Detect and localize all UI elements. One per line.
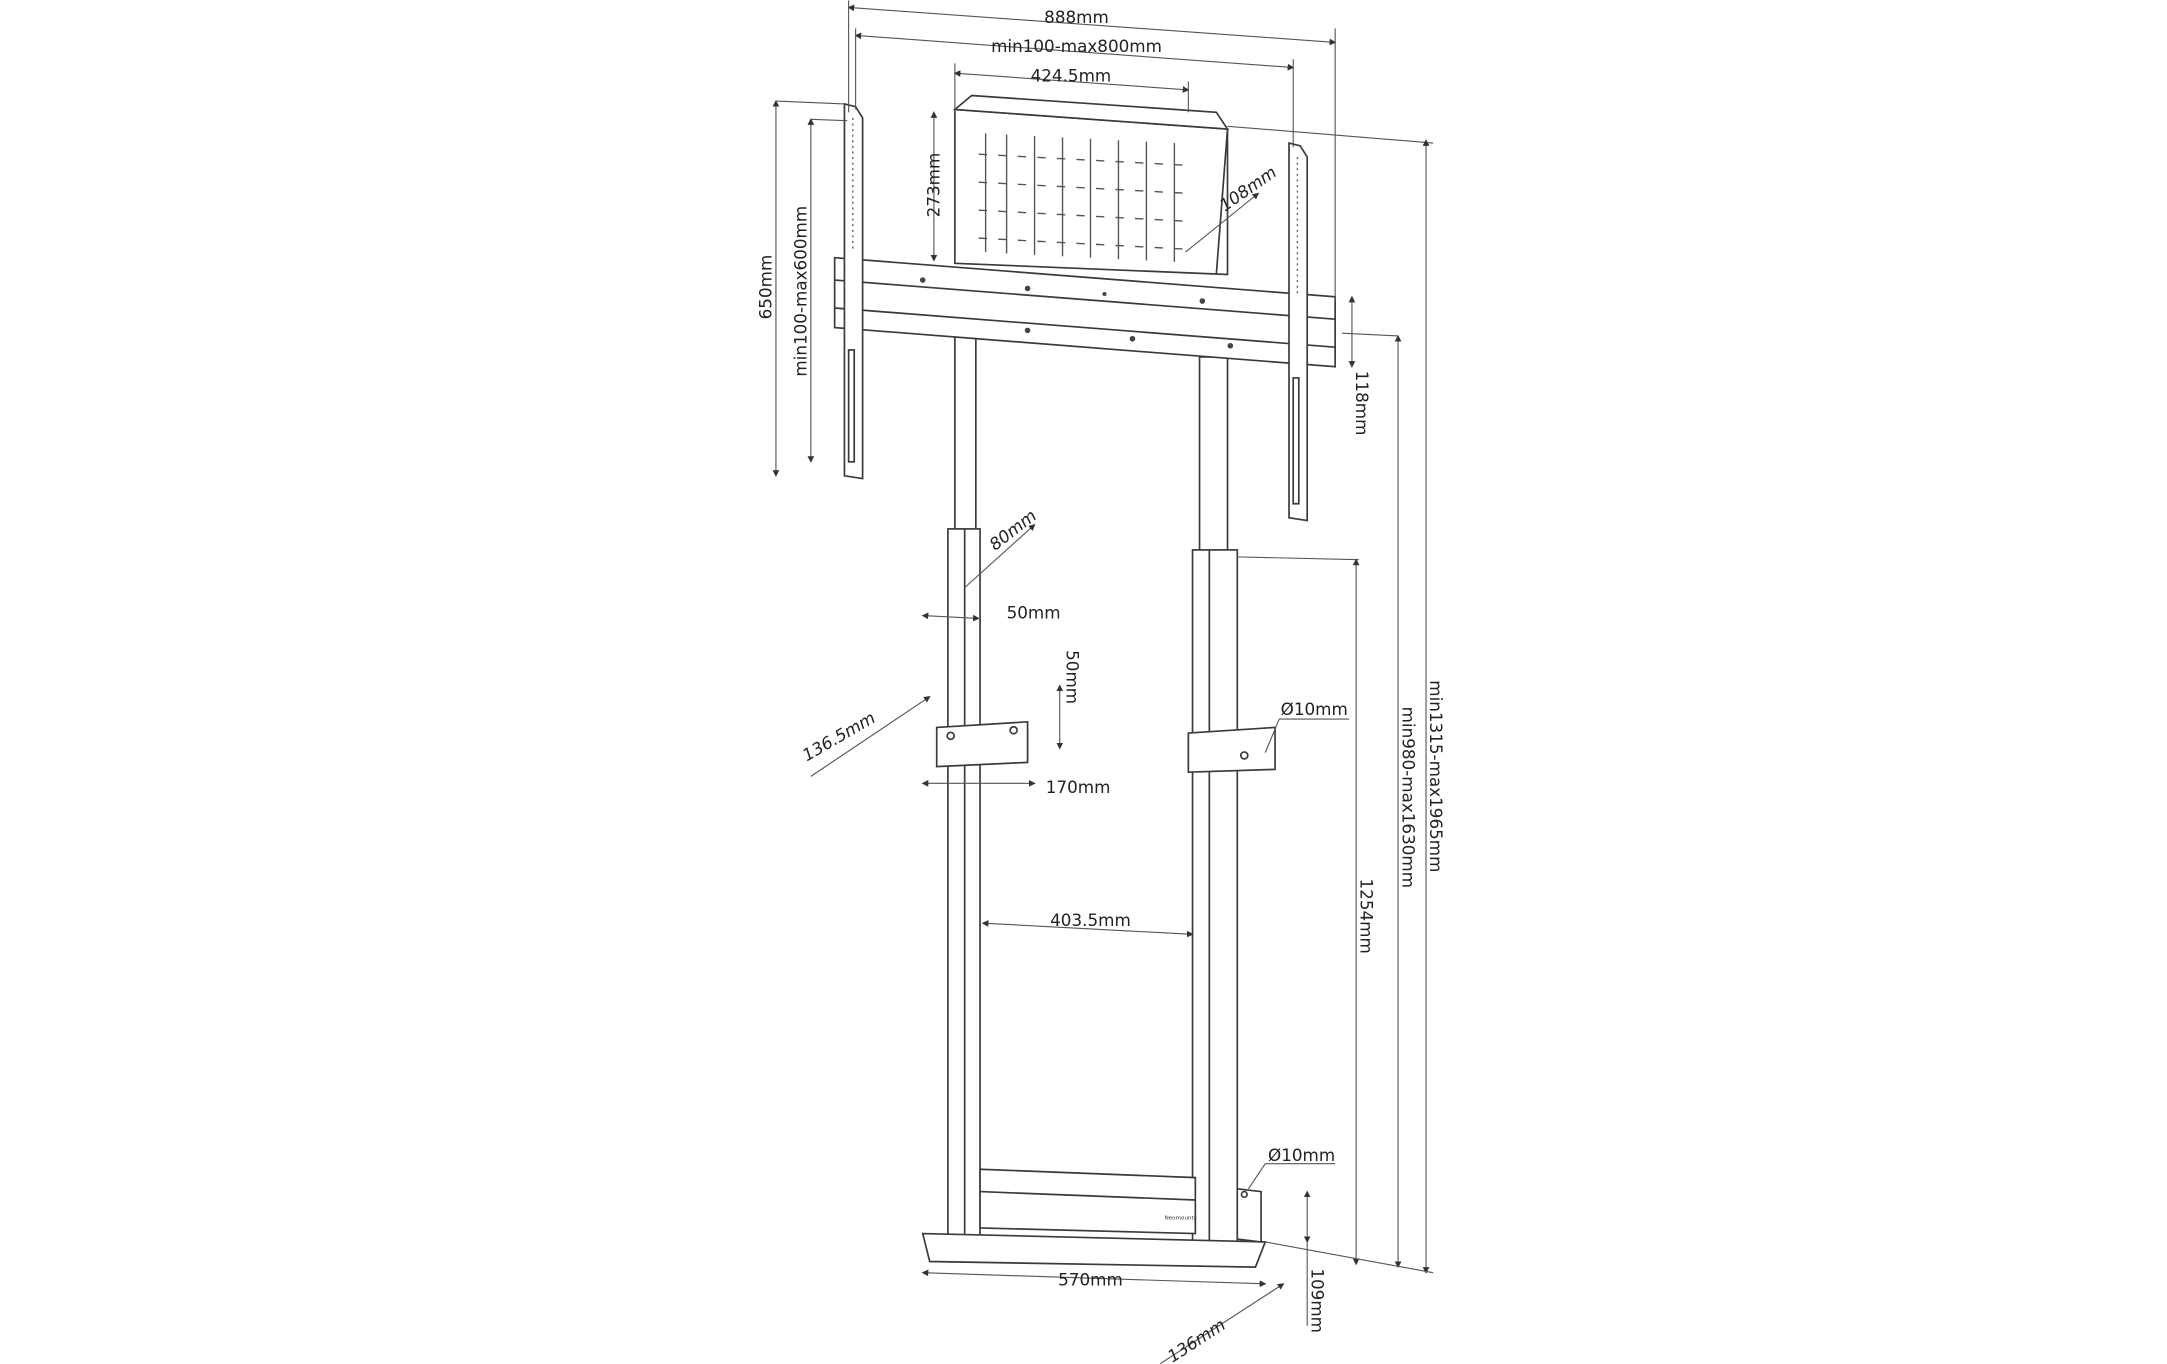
dim-vesa-height: min100-max600mm [791,206,811,377]
left-vesa-bracket [843,102,864,480]
dim-overall-width: 888mm [1044,7,1109,27]
dim-base-height: 109mm [1307,1268,1327,1333]
left-column [947,335,981,1254]
dim-column-depth: 80mm [985,505,1040,554]
crossbar [833,256,1336,368]
dim-clamp-width: 170mm [1046,777,1111,797]
dim-total-height: min1315-max1965mm [1426,680,1446,872]
dim-base-depth: 136mm [1164,1314,1229,1364]
dim-bracket-height: 650mm [756,255,776,320]
dim-clamp-height: 50mm [1063,650,1083,704]
dim-base-hole: Ø10mm [1268,1145,1335,1165]
right-column [1191,356,1239,1261]
dim-base-width: 570mm [1058,1269,1123,1289]
dim-clamp-hole: Ø10mm [1281,699,1348,719]
brand-logo: Neomounts [1165,1216,1197,1222]
clamps [935,720,1276,774]
dim-column-width: 50mm [1007,602,1061,622]
dim-crossbar-height: 118mm [1352,371,1372,436]
dim-clamp-depth: 136.5mm [799,707,879,765]
dim-shelf-height: 273mm [923,153,943,218]
dim-vesa-center-height: min980-max1630mm [1398,707,1418,889]
shelf [952,94,1230,276]
dim-column-height: 1254mm [1356,879,1376,954]
base-frame: Neomounts [921,1168,1267,1268]
dim-column-gap: 403.5mm [1050,910,1131,930]
dimension-lines [772,0,1434,1364]
dim-shelf-width: 424.5mm [1031,66,1112,86]
right-vesa-bracket [1288,141,1309,522]
dim-vesa-width: min100-max800mm [991,36,1162,56]
